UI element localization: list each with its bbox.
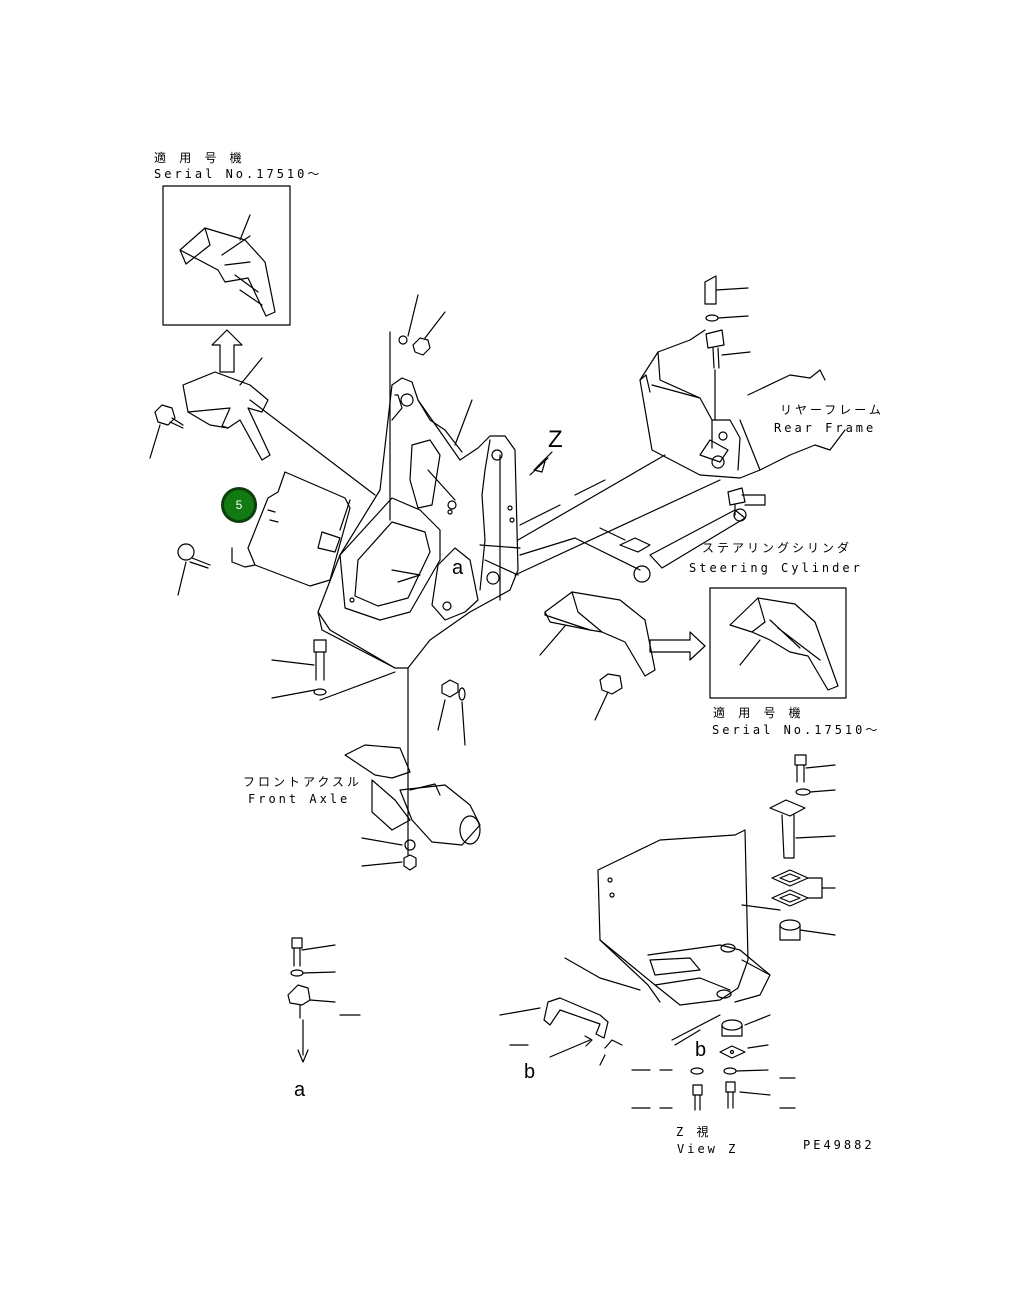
front-axle-label-en: Front Axle bbox=[248, 792, 351, 806]
ref-letter-b-pipe: b bbox=[524, 1061, 536, 1083]
rear-frame-label-jp: リヤーフレーム bbox=[780, 403, 884, 417]
cover-plate bbox=[232, 472, 350, 586]
right-arrow-icon bbox=[650, 632, 705, 660]
leader-lines bbox=[515, 455, 720, 575]
front-frame bbox=[318, 332, 520, 668]
drawing-number: PE49882 bbox=[803, 1138, 875, 1152]
part-hotspot-5[interactable]: 5 bbox=[221, 487, 257, 523]
view-z-hardware bbox=[632, 755, 835, 1110]
ref-letter-a-bottom: a bbox=[294, 1079, 306, 1101]
rear-frame-label-en: Rear Frame bbox=[774, 421, 877, 435]
steering-cylinder-label-jp: ステアリングシリンダ bbox=[702, 541, 853, 555]
bolt-left bbox=[150, 405, 183, 458]
view-z-label-en: View Z bbox=[677, 1142, 739, 1156]
bolt-lower-left bbox=[178, 544, 210, 595]
view-z-frame bbox=[565, 830, 780, 1005]
up-arrow-icon bbox=[212, 330, 242, 372]
rear-hardware bbox=[705, 276, 765, 515]
ref-letter-z: Z bbox=[548, 426, 563, 453]
inset-right-serial-number: Serial No.17510～ bbox=[712, 723, 881, 737]
ref-letter-a-frame: a bbox=[452, 557, 464, 579]
inset-right bbox=[710, 588, 846, 698]
inset-top-left bbox=[163, 186, 290, 325]
front-bolts bbox=[272, 640, 465, 745]
guard-left bbox=[183, 358, 375, 495]
view-z-label-jp: Z 視 bbox=[676, 1125, 712, 1139]
pipe bbox=[500, 998, 622, 1065]
front-axle-label-jp: フロントアクスル bbox=[243, 775, 363, 789]
guard-right bbox=[540, 592, 655, 720]
rear-frame bbox=[640, 330, 845, 478]
bracket-hardware bbox=[288, 938, 360, 1062]
inset-top-serial-number: Serial No.17510～ bbox=[154, 167, 323, 181]
inset-top-applicability-jp: 適 用 号 機 bbox=[154, 151, 245, 165]
z-view-arrow-icon bbox=[530, 452, 552, 475]
front-axle bbox=[345, 668, 480, 870]
inset-right-applicability-jp: 適 用 号 機 bbox=[713, 706, 804, 720]
top-hardware bbox=[399, 295, 472, 445]
steering-cylinder bbox=[520, 509, 746, 582]
ref-letter-b-frame: b bbox=[695, 1039, 707, 1061]
steering-cylinder-label-en: Steering Cylinder bbox=[689, 561, 863, 575]
